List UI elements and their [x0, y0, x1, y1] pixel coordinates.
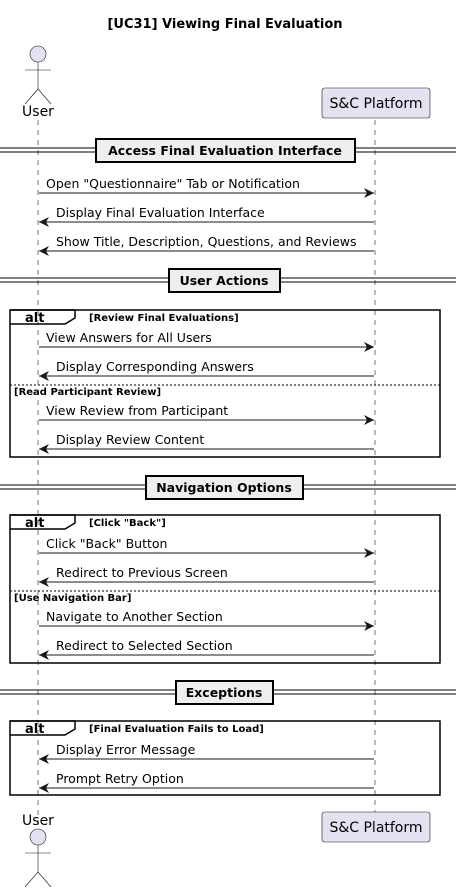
alt-condition: [Final Evaluation Fails to Load] [89, 724, 264, 735]
participant-platform-top: S&C Platform [321, 87, 431, 119]
message-label: Navigate to Another Section [46, 609, 223, 624]
alt-condition: [Read Participant Review] [14, 387, 161, 398]
alt-frame-navigation: alt [Click "Back"] [Use Navigation Bar] [9, 514, 441, 664]
divider-user-actions: User Actions [0, 268, 456, 293]
participant-platform-bottom: S&C Platform [321, 811, 431, 843]
message-label: Display Final Evaluation Interface [56, 205, 265, 220]
actor-head-icon [29, 45, 47, 63]
actor-user-label: User [22, 813, 54, 829]
message-label: Redirect to Previous Screen [56, 565, 228, 580]
actor-user-bottom: User [22, 813, 54, 888]
message-label: Prompt Retry Option [56, 771, 184, 786]
message-label: Show Title, Description, Questions, and … [56, 234, 357, 249]
message: Redirect to Previous Screen [39, 565, 374, 587]
participant-platform-label: S&C Platform [329, 96, 422, 112]
message: Prompt Retry Option [39, 771, 374, 793]
divider-user-actions-label: User Actions [180, 273, 269, 288]
message: Navigate to Another Section [39, 609, 374, 631]
divider-navigation: Navigation Options [0, 475, 456, 500]
message: Display Error Message [39, 742, 374, 764]
divider-access-label: Access Final Evaluation Interface [108, 143, 342, 158]
message-label: View Review from Participant [46, 403, 228, 418]
divider-access: Access Final Evaluation Interface [0, 138, 456, 163]
message: View Answers for All Users [39, 330, 374, 352]
message-label: Display Error Message [56, 742, 196, 757]
message: Show Title, Description, Questions, and … [39, 234, 374, 256]
message-label: Open "Questionnaire" Tab or Notification [46, 176, 300, 191]
participant-platform-label: S&C Platform [329, 820, 422, 836]
message: Redirect to Selected Section [39, 638, 374, 660]
diagram-title: [UC31] Viewing Final Evaluation [107, 17, 342, 32]
divider-exceptions: Exceptions [0, 680, 456, 705]
message: Open "Questionnaire" Tab or Notification [39, 176, 374, 198]
divider-navigation-label: Navigation Options [156, 480, 292, 495]
alt-condition: [Review Final Evaluations] [89, 313, 239, 324]
alt-condition: [Click "Back"] [89, 518, 166, 529]
actor-head-icon [29, 828, 47, 846]
alt-condition: [Use Navigation Bar] [14, 593, 131, 604]
alt-keyword: alt [25, 516, 44, 531]
actor-user-top: User [22, 45, 54, 120]
actor-user-label: User [22, 104, 54, 120]
alt-keyword: alt [25, 311, 44, 326]
message-label: Display Corresponding Answers [56, 359, 254, 374]
message-label: View Answers for All Users [46, 330, 212, 345]
message-label: Redirect to Selected Section [56, 638, 233, 653]
message-label: Display Review Content [56, 432, 204, 447]
message-label: Click "Back" Button [46, 536, 167, 551]
message: Display Final Evaluation Interface [39, 205, 374, 227]
alt-keyword: alt [25, 722, 44, 737]
alt-frame-review: alt [Review Final Evaluations] [Read Par… [9, 309, 441, 458]
message: View Review from Participant [39, 403, 374, 425]
divider-exceptions-label: Exceptions [186, 685, 263, 700]
message: Click "Back" Button [39, 536, 374, 558]
message: Display Corresponding Answers [39, 359, 374, 381]
alt-frame-exceptions: alt [Final Evaluation Fails to Load] [9, 720, 441, 796]
message: Display Review Content [39, 432, 374, 454]
